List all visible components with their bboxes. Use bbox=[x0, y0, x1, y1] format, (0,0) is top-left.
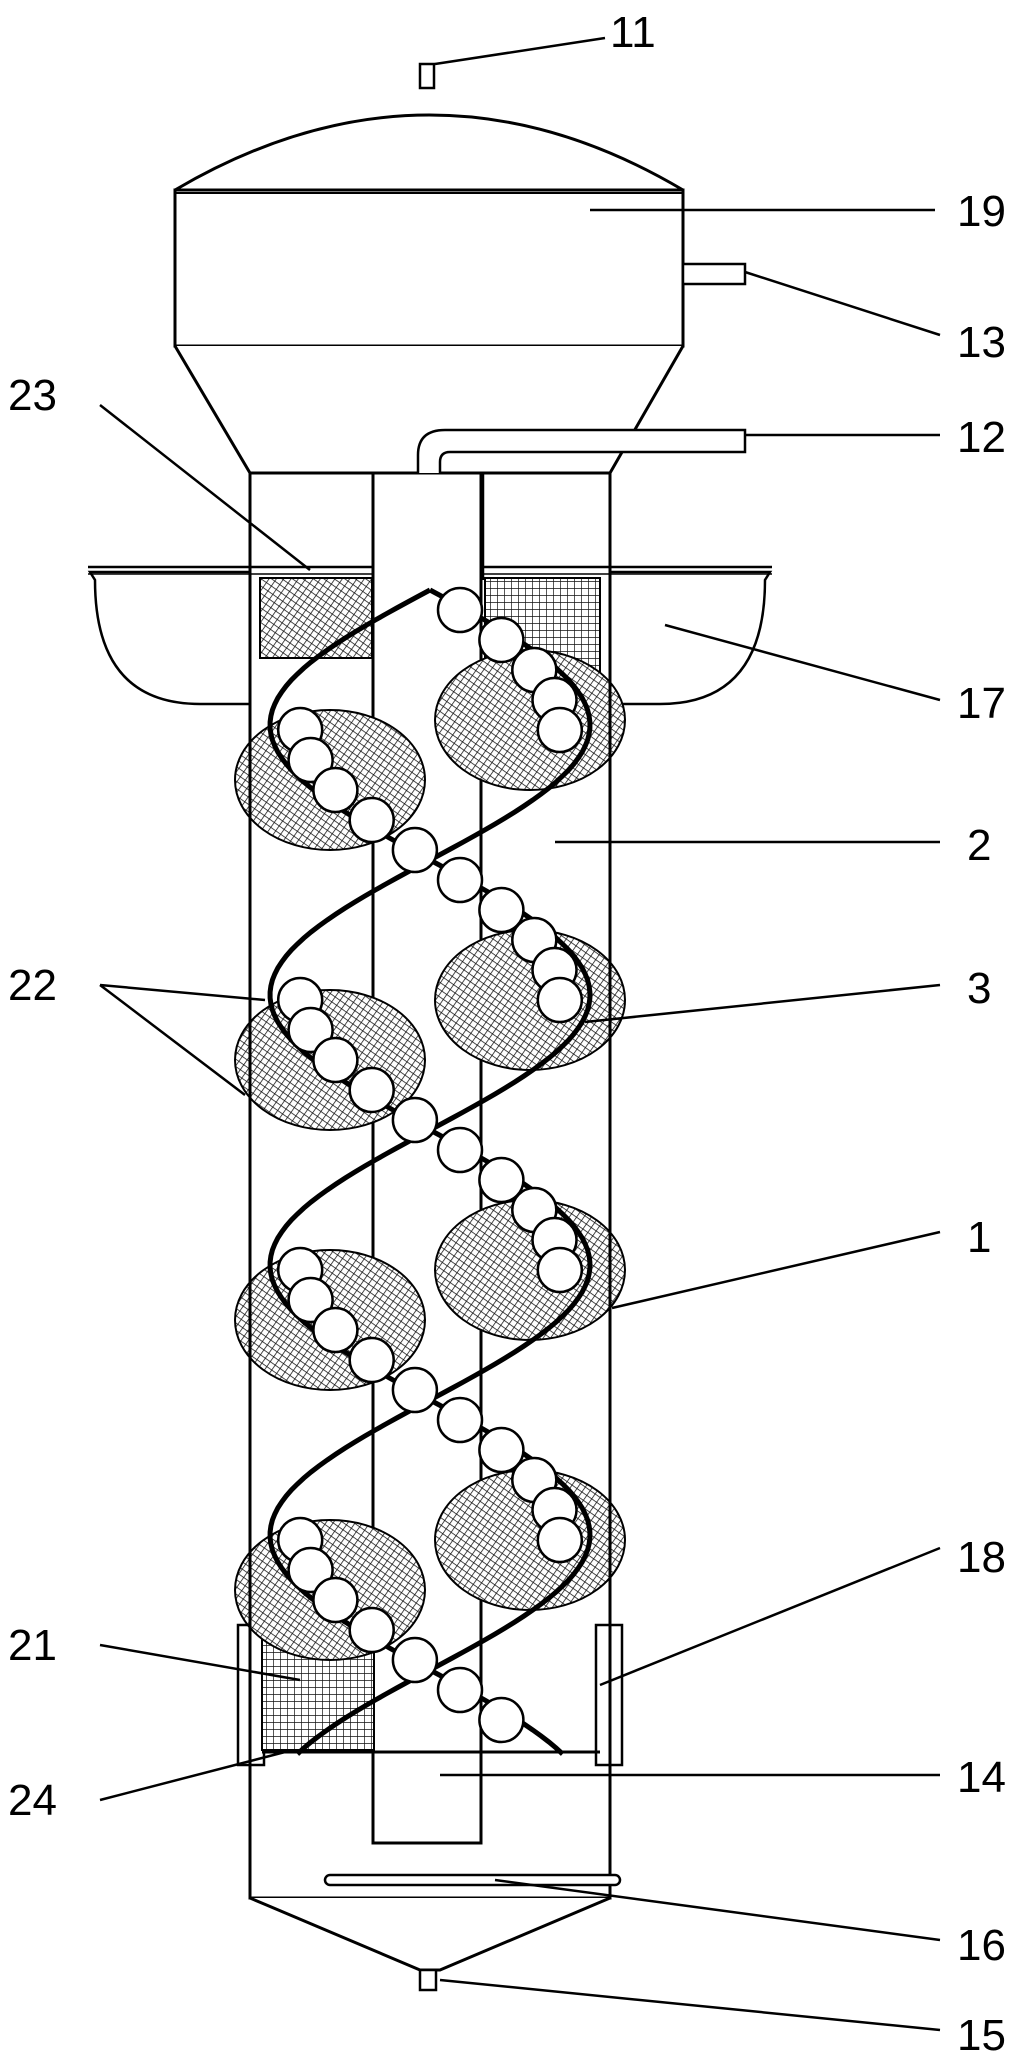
distributor-pipe bbox=[323, 1873, 622, 1887]
right-tray bbox=[608, 570, 773, 706]
label-2: 2 bbox=[967, 821, 991, 870]
packing-ball bbox=[287, 1276, 334, 1324]
packing-ball bbox=[536, 1246, 584, 1294]
top-vessel-body bbox=[173, 188, 685, 348]
top-mesh-left bbox=[259, 577, 373, 659]
label-13: 13 bbox=[957, 318, 1006, 367]
packing-ball bbox=[536, 1516, 584, 1564]
inlet-pipe bbox=[416, 428, 747, 473]
label-11: 11 bbox=[610, 8, 656, 57]
top-dome bbox=[174, 113, 684, 192]
packing-ball bbox=[348, 1606, 395, 1654]
packing-ball bbox=[391, 1366, 439, 1414]
top-nozzle bbox=[418, 62, 436, 90]
packing-ball bbox=[287, 1546, 334, 1594]
packing-ball bbox=[436, 586, 484, 634]
packing-ball bbox=[478, 1426, 525, 1474]
side-nozzle bbox=[681, 262, 747, 286]
packing-ball bbox=[391, 826, 439, 874]
label-1: 1 bbox=[967, 1213, 991, 1262]
label-18: 18 bbox=[957, 1533, 1006, 1582]
packing-ball bbox=[391, 1096, 439, 1144]
label-3: 3 bbox=[967, 964, 991, 1013]
label-24: 24 bbox=[8, 1776, 57, 1825]
packing-ball bbox=[536, 976, 584, 1024]
packing-ball bbox=[436, 1126, 484, 1174]
packing-ball bbox=[436, 1666, 484, 1714]
label-21: 21 bbox=[8, 1621, 57, 1670]
label-15: 15 bbox=[957, 2011, 1006, 2060]
packing-ball bbox=[348, 1336, 395, 1384]
packing-ball bbox=[312, 766, 359, 814]
packing-ball bbox=[312, 1576, 359, 1624]
packing-ball bbox=[312, 1306, 359, 1354]
bottom-nozzle bbox=[418, 1968, 438, 1992]
label-22: 22 bbox=[8, 961, 57, 1010]
label-12: 12 bbox=[957, 413, 1006, 462]
label-16: 16 bbox=[957, 1921, 1006, 1970]
label-14: 14 bbox=[957, 1753, 1006, 1802]
left-tray bbox=[87, 570, 252, 706]
packing-ball bbox=[436, 1396, 484, 1444]
label-23: 23 bbox=[8, 371, 57, 420]
packing-ball bbox=[478, 616, 525, 664]
packing-ball bbox=[478, 1156, 525, 1204]
packing-ball bbox=[348, 796, 395, 844]
packing-ball bbox=[312, 1036, 359, 1084]
packing-ball bbox=[436, 856, 484, 904]
helix-band bbox=[267, 587, 593, 1756]
packing-ball bbox=[391, 1636, 439, 1684]
bottom-cone bbox=[249, 1896, 611, 1972]
packing-ball bbox=[287, 1006, 334, 1054]
label-19: 19 bbox=[957, 187, 1006, 236]
packing-ball bbox=[478, 1696, 525, 1744]
leader-lines bbox=[99, 36, 941, 2032]
packing-ball bbox=[348, 1066, 395, 1114]
packing-ball bbox=[536, 706, 584, 754]
helical-packing bbox=[234, 473, 626, 1898]
packing-ball bbox=[287, 736, 334, 784]
packing-ball bbox=[478, 886, 525, 934]
label-17: 17 bbox=[957, 679, 1006, 728]
